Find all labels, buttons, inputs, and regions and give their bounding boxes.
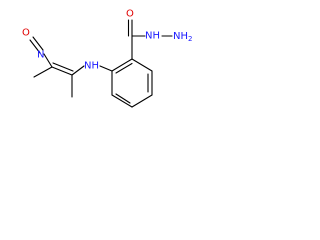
ring-bond-2 xyxy=(131,58,153,72)
ring-bond-4 xyxy=(131,94,153,108)
bond-n-c2 xyxy=(43,53,53,68)
bond-c3-nh xyxy=(71,65,85,76)
molecule-diagram: O N NH O NH NH2 xyxy=(22,9,192,108)
bond-o-n-1 xyxy=(29,39,41,54)
terminal-nh2-main: NH xyxy=(173,31,188,42)
amine-nh-label: NH xyxy=(84,61,99,72)
bond-c2-c3-1 xyxy=(51,66,73,76)
terminal-nh2-label: NH2 xyxy=(173,31,192,44)
ring-bond-5 xyxy=(111,94,133,108)
nitroso-nitrogen-label: N xyxy=(37,50,44,61)
ring-bond-1 xyxy=(111,58,133,72)
terminal-nh2-subscript: 2 xyxy=(188,35,192,43)
structure-canvas: O N NH O NH NH2 xyxy=(0,0,212,127)
bond-o-n-2 xyxy=(32,36,44,51)
carbonyl-oxygen-label: O xyxy=(126,9,134,20)
bond-c2-methyl xyxy=(33,66,53,78)
ring-inner-1 xyxy=(115,62,133,74)
bond-c2-c3-2 xyxy=(52,62,74,72)
bond-nh-ring xyxy=(99,65,113,72)
atom-labels: O N NH O NH NH2 xyxy=(22,9,192,72)
nitroso-oxygen-label: O xyxy=(22,28,30,39)
bonds xyxy=(29,19,173,108)
hydrazide-nh-label: NH xyxy=(145,31,160,42)
ring-inner-3 xyxy=(115,93,131,104)
